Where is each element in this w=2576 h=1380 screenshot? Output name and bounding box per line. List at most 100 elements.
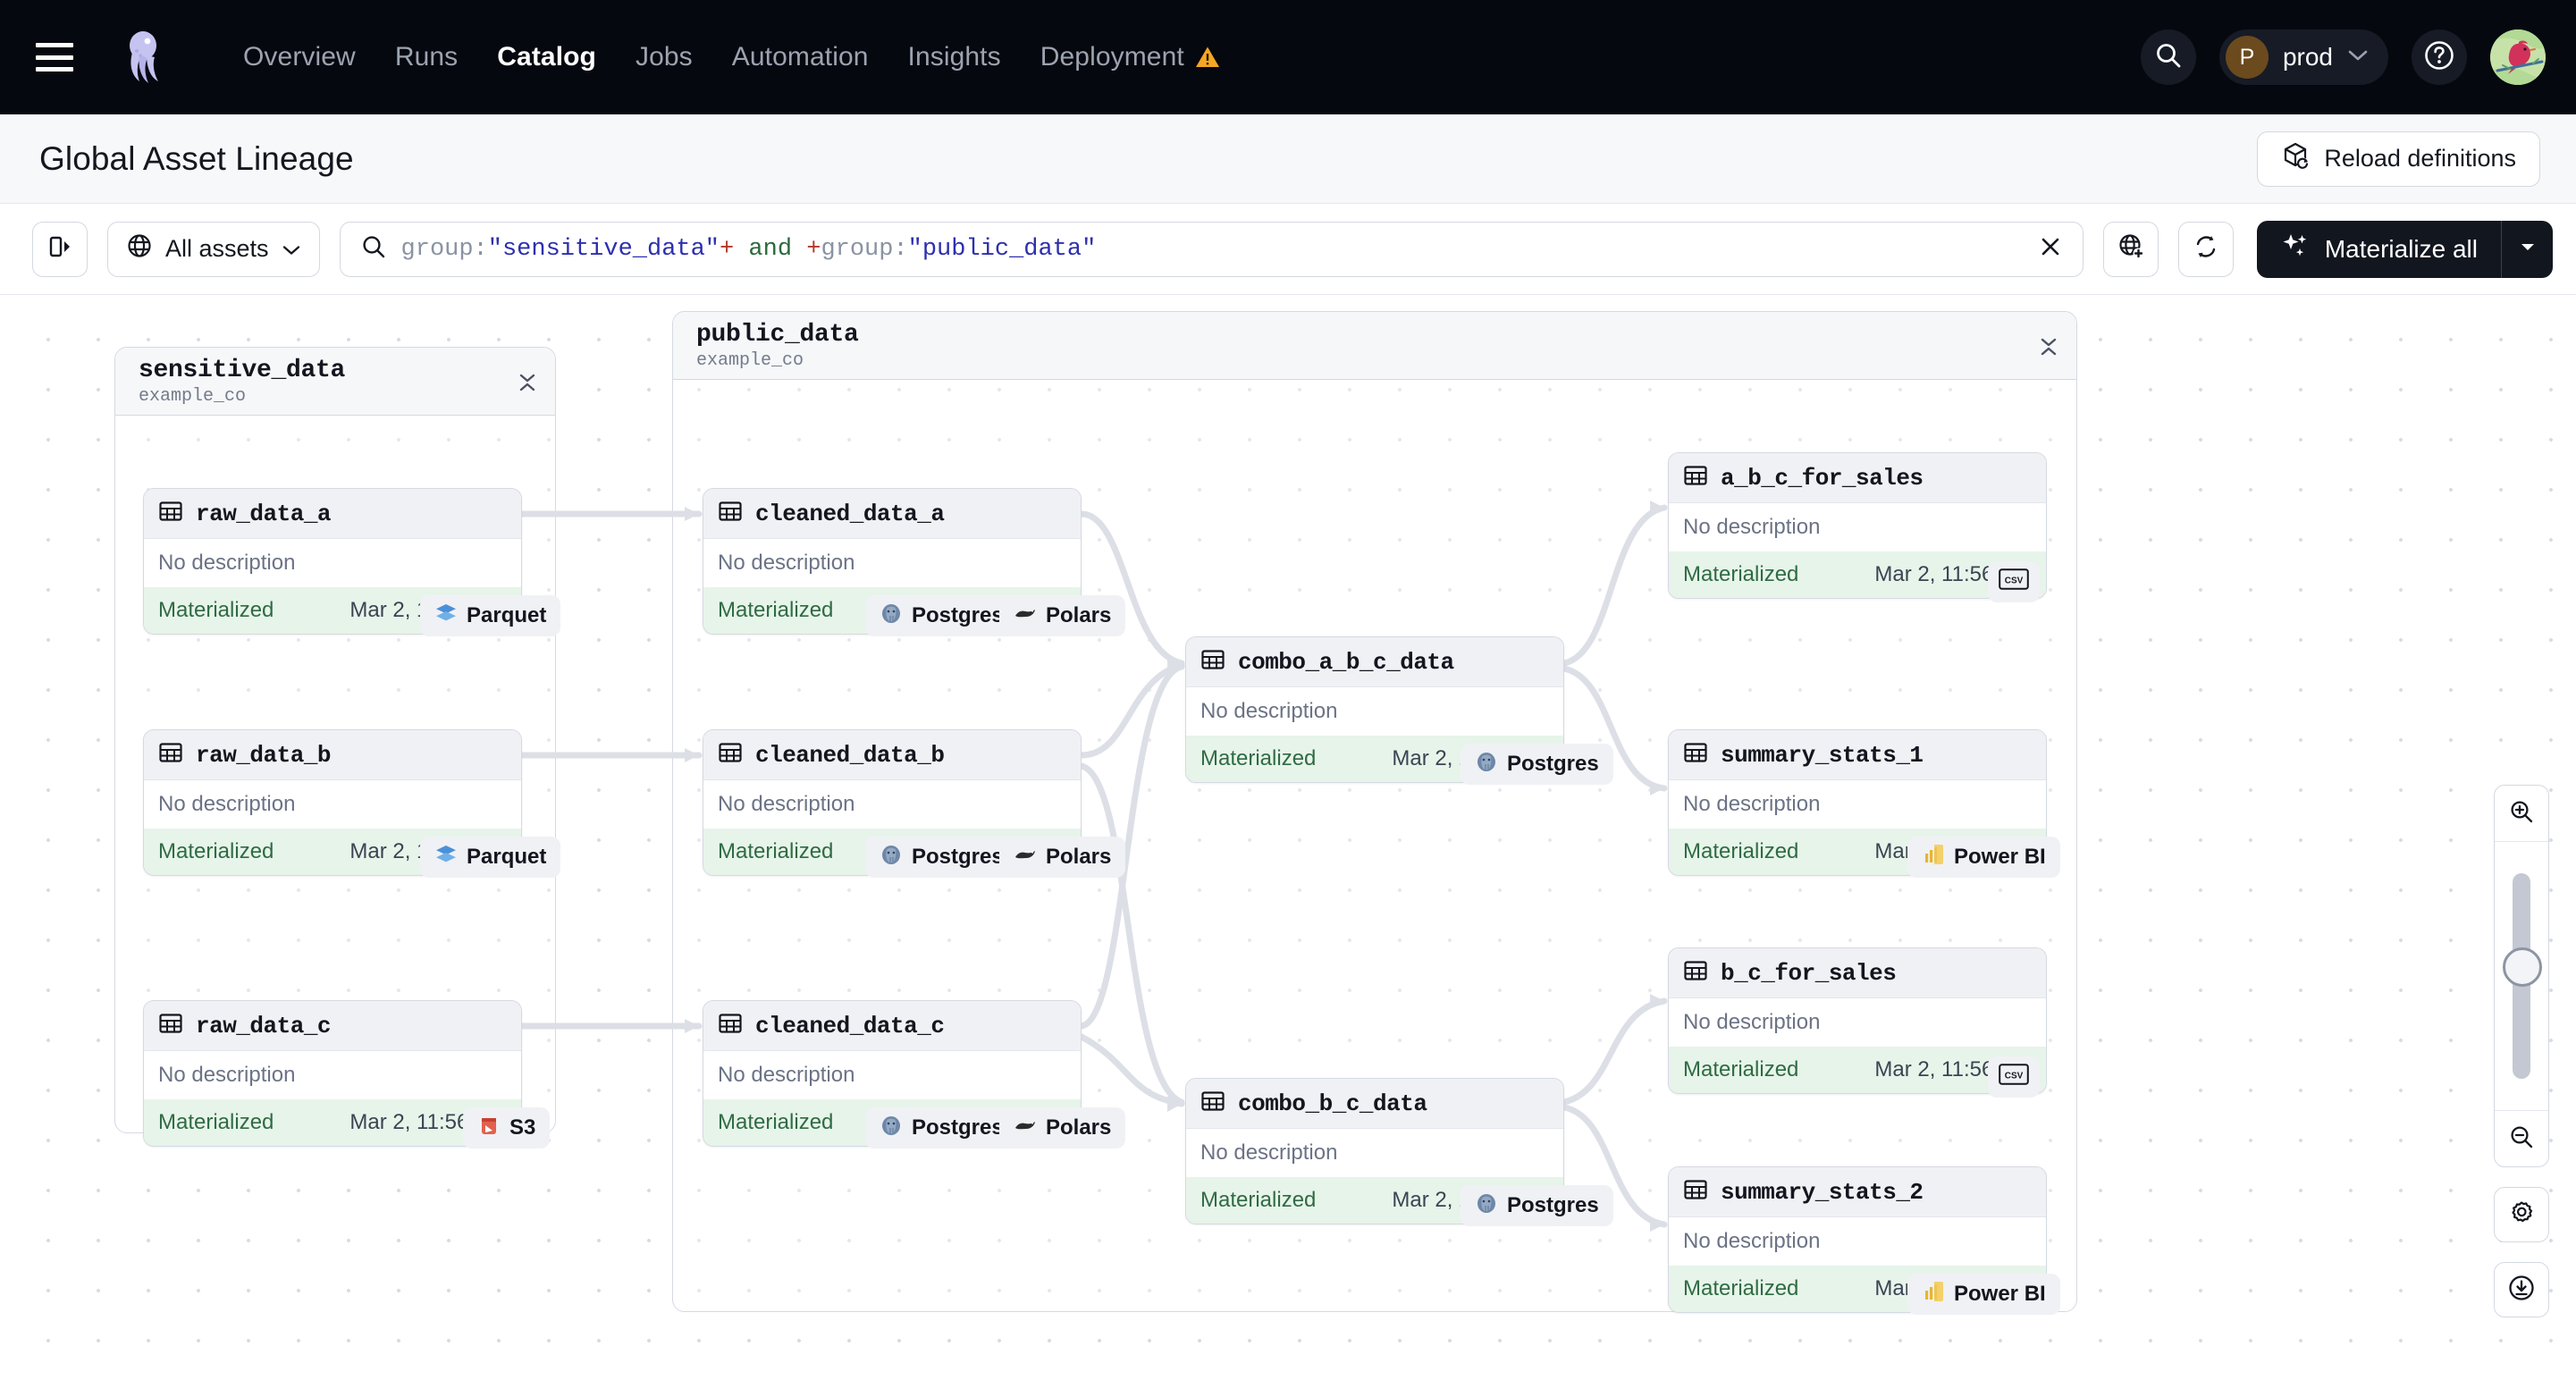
deployment-switcher[interactable]: P prod [2218,29,2388,85]
add-global-filter-button[interactable] [2102,221,2159,277]
asset-tag-label: Polars [1046,603,1112,627]
svg-text:CSV: CSV [2005,576,2024,585]
global-search-button[interactable] [2140,29,2196,85]
asset-node-b-c-for-sales[interactable]: b_c_for_sales No description Materialize… [1668,947,2047,1094]
asset-group-name: sensitive_data [139,357,346,384]
asset-node-title: raw_data_c [196,1012,332,1039]
zoom-in-button[interactable] [2495,786,2548,841]
page-title: Global Asset Lineage [39,139,354,177]
asset-node-description: No description [703,780,1081,829]
help-button[interactable] [2412,29,2467,85]
status-badge: Materialized [718,1110,834,1134]
asset-tag-polars[interactable]: Polars [999,837,1126,878]
asset-node-title: cleaned_data_c [755,1012,945,1039]
materialize-options-button[interactable] [2501,220,2553,278]
asset-tag-label: Polars [1046,845,1112,869]
primary-nav-links: Overview Runs Catalog Jobs Automation In… [223,35,1240,80]
asset-tag-postgres[interactable]: Postgres [865,595,1018,636]
divider [2495,1110,2548,1111]
nav-link-automation[interactable]: Automation [731,42,869,72]
query-token-string-1: "sensitive_data" [487,235,720,263]
refresh-button[interactable] [2177,221,2234,277]
download-graph-button[interactable] [2494,1262,2549,1317]
question-circle-icon [2423,39,2455,76]
nav-link-overview[interactable]: Overview [243,42,356,72]
asset-tag-polars[interactable]: Polars [999,595,1126,636]
nav-link-deployment[interactable]: Deployment [1021,35,1240,80]
asset-node-combo-a-b-c-data[interactable]: combo_a_b_c_data No description Material… [1185,636,1564,783]
asset-tag-csv[interactable]: CSV [1988,561,2040,602]
csv-icon: CSV [1999,1063,2029,1091]
asset-tag-postgres[interactable]: Postgres [1461,744,1613,785]
asset-node-header: cleaned_data_a [703,489,1081,539]
csv-icon: CSV [1999,568,2029,596]
asset-tag-power-bi[interactable]: Power BI [1907,837,2060,878]
asset-node-status: Materialized Mar 2, 11:56 PM [144,1099,521,1146]
asset-node-description: No description [1669,503,2046,551]
nav-link-runs[interactable]: Runs [394,42,459,72]
table-icon [158,1011,183,1040]
user-avatar[interactable] [2490,29,2546,85]
asset-node-title: raw_data_b [196,741,332,769]
status-badge: Materialized [158,1110,274,1134]
asset-node-raw-data-c[interactable]: raw_data_c No description Materialized M… [143,1000,522,1147]
asset-node-title: cleaned_data_b [755,741,945,769]
nav-link-insights[interactable]: Insights [907,42,1001,72]
asset-tag-parquet[interactable]: Parquet [420,595,561,636]
asset-node-a-b-c-for-sales[interactable]: a_b_c_for_sales No description Materiali… [1668,452,2047,599]
table-icon [1683,740,1708,770]
download-icon [2507,1274,2536,1307]
asset-node-header: raw_data_b [144,730,521,780]
zoom-slider-handle[interactable] [2503,947,2542,987]
zoom-in-icon [2508,798,2535,829]
materialize-all-button[interactable]: Materialize all [2256,220,2501,278]
globe-icon [126,232,153,265]
asset-tag-polars[interactable]: Polars [999,1107,1126,1149]
asset-tag-csv[interactable]: CSV [1988,1056,2040,1098]
asset-tag-postgres[interactable]: Postgres [865,837,1018,878]
asset-tag-label: Power BI [1954,845,2046,869]
status-badge: Materialized [1683,839,1799,863]
graph-zoom-controls [2494,785,2549,1317]
query-token-string-2: "public_data" [907,235,1097,263]
collapse-group-icon[interactable] [2039,335,2058,363]
asset-group-repository: example_co [696,350,804,371]
dagster-logo-icon[interactable] [116,28,175,87]
reload-definitions-button[interactable]: Reload definitions [2257,130,2540,187]
asset-tag-s3[interactable]: S3 [463,1107,551,1149]
asset-query-field[interactable]: group:"sensitive_data"+ and +group:"publ… [339,221,2084,277]
asset-tag-label: Parquet [467,845,547,869]
collapse-group-icon[interactable] [518,371,537,399]
asset-tag-power-bi[interactable]: Power BI [1907,1274,2060,1315]
nav-link-catalog[interactable]: Catalog [497,42,596,72]
zoom-out-button[interactable] [2495,1111,2548,1166]
nav-link-jobs[interactable]: Jobs [635,42,693,72]
s3-icon [477,1114,501,1143]
asset-node-summary-stats-2[interactable]: summary_stats_2 No description Materiali… [1668,1166,2047,1313]
asset-tag-label: Polars [1046,1115,1112,1140]
zoom-slider[interactable] [2495,842,2548,1110]
asset-node-description: No description [1669,998,2046,1047]
table-icon [1683,958,1708,988]
asset-query-value[interactable]: group:"sensitive_data"+ and +group:"publ… [401,236,2018,263]
postgres-icon [1475,750,1498,779]
table-icon [718,740,743,770]
hamburger-menu-icon[interactable] [36,43,73,72]
clear-query-button[interactable] [2033,231,2068,267]
table-icon [1200,1089,1225,1118]
asset-lineage-canvas[interactable]: sensitive_data example_co public_data ex… [0,295,2576,1380]
sidebar-toggle-button[interactable] [32,221,88,277]
globe-plus-icon [2117,232,2145,265]
asset-tag-parquet[interactable]: Parquet [420,837,561,878]
graph-settings-button[interactable] [2494,1187,2549,1242]
asset-node-header: cleaned_data_c [703,1001,1081,1051]
asset-scope-selector[interactable]: All assets [107,221,320,277]
chevron-down-icon [2347,48,2369,67]
asset-node-description: No description [144,1051,521,1099]
postgres-icon [880,1114,903,1143]
polars-icon [1014,1114,1037,1143]
materialize-all-group: Materialize all [2256,220,2553,278]
deployment-avatar: P [2225,36,2269,79]
asset-tag-postgres[interactable]: Postgres [1461,1185,1613,1226]
asset-tag-postgres[interactable]: Postgres [865,1107,1018,1149]
